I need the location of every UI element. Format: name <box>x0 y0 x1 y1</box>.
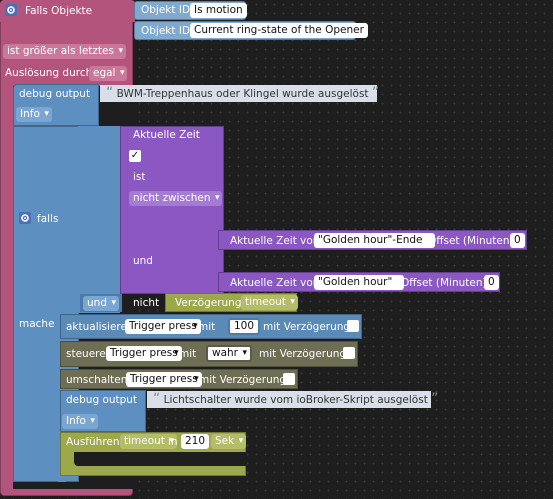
und-dropdown[interactable]: und <box>83 296 119 311</box>
gear-icon[interactable] <box>19 212 31 224</box>
object-id-value-2[interactable]: Current ring-state of the Opener <box>190 23 368 38</box>
astro-value-2[interactable]: "Golden hour" <box>314 275 405 290</box>
toggle-label: umschalten <box>66 374 128 386</box>
control-delay-label: mit Verzögerung <box>259 348 347 360</box>
control-value[interactable]: wahr <box>206 345 252 362</box>
update-mit: mit <box>198 321 216 333</box>
nicht-label: nicht <box>133 297 160 309</box>
update-delay-checkbox[interactable] <box>347 320 359 332</box>
debug-message-text-1: BWM-Treppenhaus oder Klingel wurde ausge… <box>116 88 369 100</box>
debug-label-2: debug output <box>66 394 138 406</box>
ausloesung-dropdown[interactable]: egal <box>89 66 128 81</box>
debug-message-text-2: Lichtschalter wurde vom ioBroker-Skript … <box>163 394 428 406</box>
object-id-label-1: Objekt ID <box>141 4 191 16</box>
condition-dropdown[interactable]: ist größer als letztes <box>3 44 126 59</box>
astro-prefix-1: Aktuelle Zeit von <box>230 235 320 247</box>
debug-label-1: debug output <box>19 88 91 100</box>
timeout-in-label: in <box>168 436 178 448</box>
ist-label: ist <box>133 171 146 183</box>
toggle-target[interactable]: Trigger press <box>126 372 202 387</box>
range-dropdown[interactable]: nicht zwischen <box>129 191 223 206</box>
debug-message-2[interactable]: “ Lichtschalter wurde vom ioBroker-Skrip… <box>147 391 438 408</box>
control-label: steuere <box>66 348 106 360</box>
debug-message-1[interactable]: “ BWM-Treppenhaus oder Klingel wurde aus… <box>100 85 379 102</box>
control-target[interactable]: Trigger press <box>106 346 182 361</box>
timeout-unit-dropdown[interactable]: Sek <box>211 434 247 449</box>
astro-offset-label-2: Offset (Minuten) <box>401 277 487 289</box>
control-delay-checkbox[interactable] <box>343 347 355 359</box>
timeout-name-dropdown[interactable]: timeout <box>120 434 177 449</box>
object-id-label-2: Objekt ID <box>141 25 191 37</box>
timeout-label: Ausführen <box>66 436 120 448</box>
toggle-delay-label: mit Verzögerung <box>199 374 287 386</box>
timeout-value[interactable]: 210 <box>181 434 210 449</box>
update-value[interactable]: 100 <box>228 318 261 335</box>
toggle-delay-checkbox[interactable] <box>283 373 295 385</box>
gear-icon[interactable] <box>5 4 17 16</box>
und-label: und <box>133 255 153 267</box>
ausloesung-label: Auslösung durch <box>5 67 93 79</box>
mache-label: mache <box>19 318 55 330</box>
debug-level-2[interactable]: Info <box>62 414 98 429</box>
update-target[interactable]: Trigger press <box>125 319 201 334</box>
update-delay-label: mit Verzögerung <box>263 321 351 333</box>
time-checkbox[interactable]: ✓ <box>129 150 141 162</box>
astro-offset-label-1: Offset (Minuten) <box>428 235 514 247</box>
delay-dropdown[interactable]: timeout <box>241 295 298 310</box>
update-block[interactable] <box>60 314 362 339</box>
debug-level-1[interactable]: Info <box>16 107 52 122</box>
astro-prefix-2: Aktuelle Zeit von <box>230 277 320 289</box>
astro-value-1[interactable]: "Golden hour"-Ende <box>314 233 435 248</box>
control-mit: mit <box>179 348 197 360</box>
checkmark: ✓ <box>130 150 140 161</box>
current-time-label: Aktuelle Zeit <box>133 129 200 141</box>
trigger-title: Falls Objekte <box>25 5 93 17</box>
astro-offset-2[interactable]: 0 <box>484 275 499 290</box>
update-label: aktualisiere <box>66 321 127 333</box>
falls-label: falls <box>37 213 59 225</box>
astro-offset-1[interactable]: 0 <box>510 233 525 248</box>
debug-output-block-1[interactable] <box>13 84 99 126</box>
delay-label: Verzögerung <box>175 297 242 309</box>
object-id-value-1[interactable]: Is motion <box>190 3 247 18</box>
